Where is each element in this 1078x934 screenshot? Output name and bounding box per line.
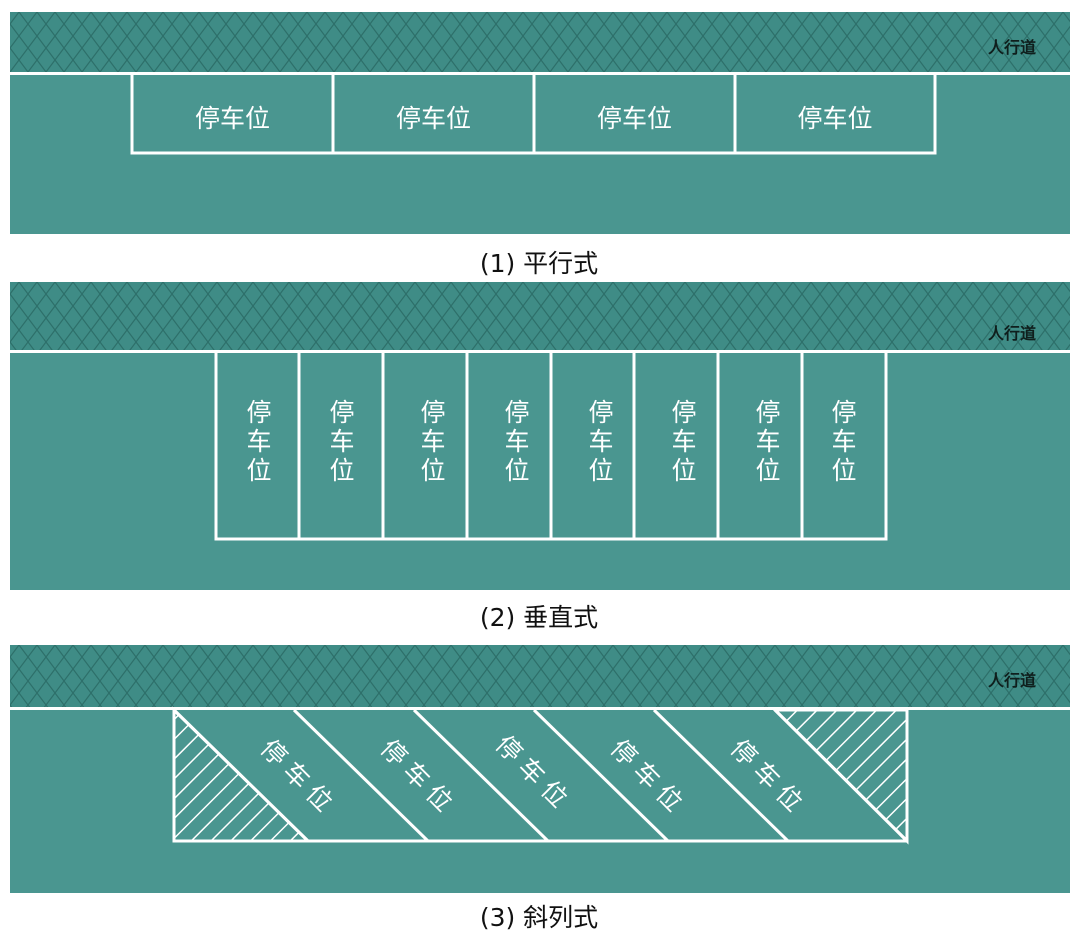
perpendicular-parking-panel: 人行道 停车位 停车位 停车位 停车位 停车位 停车位 停车位 停车位 (10, 282, 1070, 590)
caption-angled: (3) 斜列式 (479, 903, 599, 932)
curb-line (10, 350, 1070, 353)
stall-label: 停车位 (194, 104, 270, 133)
stall-label-angled: 位 (770, 779, 808, 817)
curb-line (10, 707, 1070, 710)
stall-label: 停车位 (395, 104, 471, 133)
stall-label-vertical: 停车位 (588, 398, 614, 485)
sidewalk (10, 12, 1070, 72)
sidewalk-label: 人行道 (987, 38, 1036, 57)
sidewalk-label: 人行道 (987, 671, 1036, 690)
caption-perpendicular: (2) 垂直式 (479, 603, 599, 632)
stall-label: 停车位 (596, 104, 672, 133)
perpendicular-stall-lines (214, 353, 888, 541)
stall-label: 停车位 (797, 104, 873, 133)
stall-label-angled: 位 (650, 779, 688, 817)
parallel-parking-panel: 人行道 停车位 停车位 停车位 停车位 (10, 12, 1070, 234)
sidewalk-label: 人行道 (987, 324, 1036, 343)
stall-label-vertical: 停车位 (671, 398, 697, 485)
curb-line (10, 72, 1070, 75)
stall-label-vertical: 停车位 (504, 398, 530, 485)
caption-parallel: (1) 平行式 (479, 249, 599, 278)
stall-label-vertical: 停车位 (755, 398, 781, 485)
parallel-stall-lines (130, 75, 937, 155)
angled-stall-lines: 停 车 位 停 车 位 停 车 位 停 车 位 停 车 位 (172, 706, 909, 845)
stall-label-angled: 位 (420, 779, 458, 817)
stall-label-angled: 位 (535, 775, 573, 813)
stall-label-vertical: 停车位 (420, 398, 446, 485)
sidewalk (10, 282, 1070, 350)
angled-parking-panel: 人行道 停 车 位 停 车 位 停 车 (10, 645, 1070, 893)
stall-label-angled: 位 (300, 779, 338, 817)
stall-label-vertical: 停车位 (831, 398, 857, 485)
stall-label-vertical: 停车位 (329, 398, 355, 485)
stall-label-vertical: 停车位 (246, 398, 272, 485)
sidewalk (10, 645, 1070, 707)
